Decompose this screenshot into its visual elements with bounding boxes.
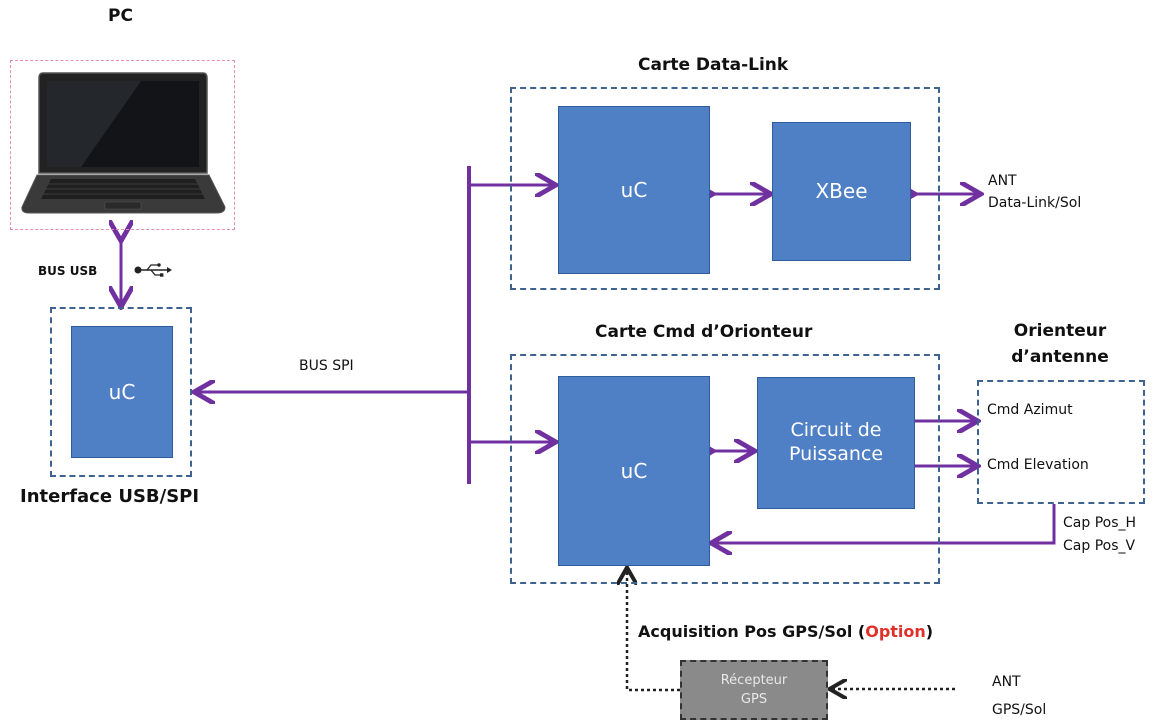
cap-pos-v-label: Cap Pos_V [1063, 538, 1136, 554]
laptop-icon [21, 72, 226, 214]
gps-receiver-block: Récepteur GPS [680, 660, 828, 720]
gps-to-uc-dotted-arrow [627, 570, 680, 692]
data-link-antenna-label: ANT Data-Link/Sol [988, 170, 1081, 214]
gps-antenna-label: ANT GPS/Sol [992, 668, 1046, 724]
pc-title: PC [108, 6, 133, 26]
gps-antenna-line1: ANT [992, 674, 1021, 690]
gps-receiver-line1: Récepteur [720, 672, 788, 688]
cap-pos-labels: Cap Pos_H Cap Pos_V [1063, 512, 1136, 558]
cmd-card-title: Carte Cmd d’Orionteur [595, 322, 813, 342]
usb-bus-label: BUS USB [38, 264, 98, 278]
usb-icon [134, 263, 172, 277]
data-link-antenna-line1: ANT [988, 173, 1017, 189]
cmd-card-frame [510, 354, 940, 584]
cap-pos-feedback-arrow [714, 504, 1056, 543]
usb-interface-uc-label: uC [108, 379, 136, 404]
data-link-antenna-line2: Data-Link/Sol [988, 195, 1082, 211]
gps-title-option: Option [865, 622, 926, 641]
pc-frame [10, 60, 235, 230]
cmd-azimut-label: Cmd Azimut [987, 402, 1073, 418]
cmd-uc-block: uC [558, 376, 710, 566]
gps-receiver-line2: GPS [740, 692, 768, 707]
xbee-block: XBee [772, 122, 911, 261]
data-link-uc-block: uC [558, 106, 710, 274]
gps-antenna-line2: GPS/Sol [992, 702, 1047, 718]
data-link-uc-label: uC [620, 177, 648, 202]
orienteur-frame [977, 380, 1145, 504]
cap-pos-h-label: Cap Pos_H [1063, 515, 1137, 531]
spi-bus-label: BUS SPI [299, 358, 354, 374]
orienteur-title-line2: d’antenne [1011, 347, 1109, 367]
xbee-label: XBee [815, 179, 868, 203]
power-circuit-line2: Puissance [788, 443, 884, 465]
usb-spi-interface-frame [50, 307, 192, 477]
usb-interface-uc-block: uC [71, 326, 173, 458]
data-link-card-title: Carte Data-Link [638, 55, 789, 75]
gps-title-prefix: Acquisition Pos GPS/Sol ( [638, 622, 866, 641]
gps-title-suffix: ) [925, 622, 934, 641]
power-circuit-block: Circuit de Puissance [757, 377, 915, 509]
gps-acquisition-title: Acquisition Pos GPS/Sol (Option) [638, 622, 933, 641]
orienteur-title: Orienteur d’antenne [1000, 318, 1120, 370]
orienteur-title-line1: Orienteur [1013, 321, 1107, 341]
usb-spi-interface-title: Interface USB/SPI [20, 486, 200, 507]
cmd-uc-label: uC [620, 458, 648, 483]
cmd-elevation-label: Cmd Elevation [987, 457, 1089, 473]
power-circuit-line1: Circuit de [790, 419, 882, 442]
data-link-card-frame [510, 87, 940, 290]
